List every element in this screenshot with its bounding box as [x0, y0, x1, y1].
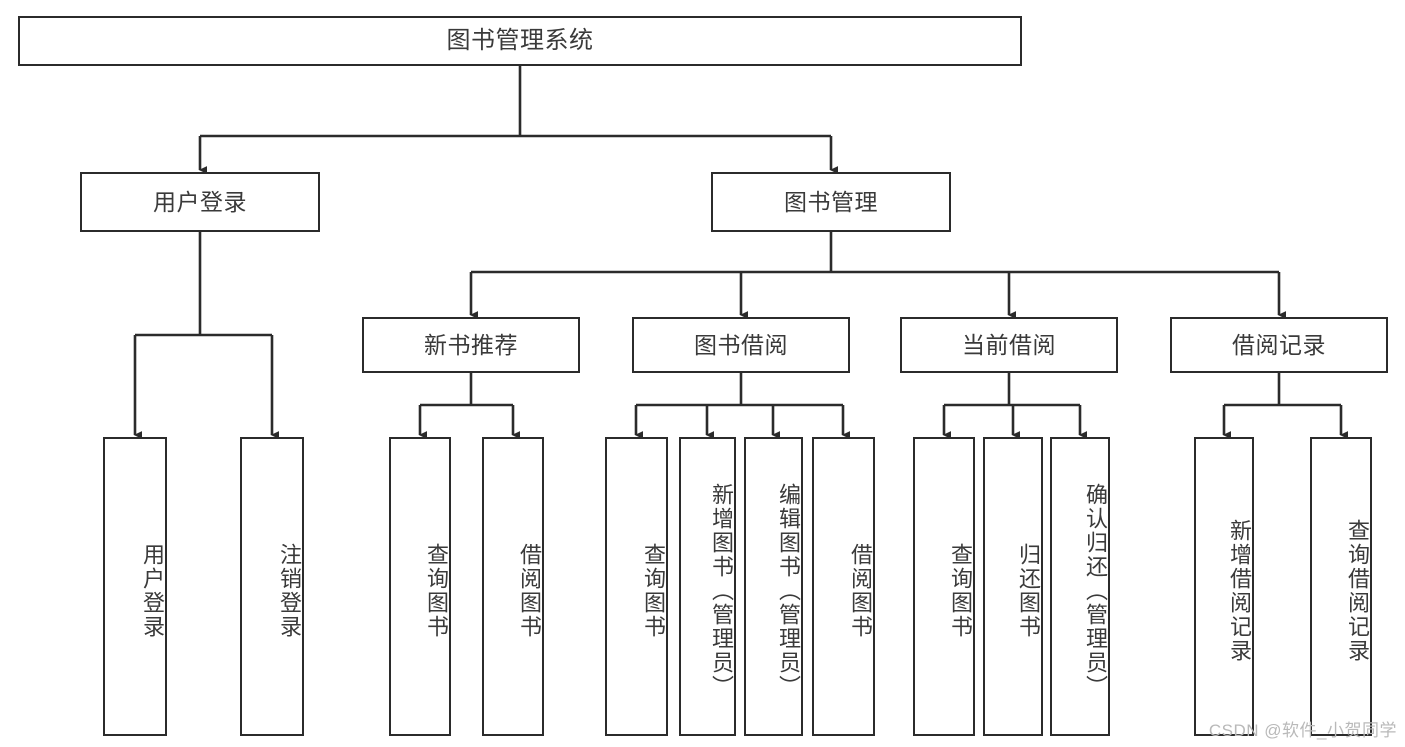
- leaf-query-borrow-record[interactable]: 查询借阅记录: [1310, 437, 1372, 736]
- leaf-return-book[interactable]: 归还图书: [983, 437, 1043, 736]
- watermark-text: CSDN @软件_小贺同学: [1208, 721, 1397, 740]
- leaf-borrow-book-1[interactable]: 借阅图书: [482, 437, 544, 736]
- node-borrow-record[interactable]: 借阅记录: [1170, 317, 1388, 373]
- leaf-edit-book-admin[interactable]: 编辑图书（管理员）: [744, 437, 803, 736]
- leaf-query-book-2[interactable]: 查询图书: [605, 437, 668, 736]
- node-current-borrow[interactable]: 当前借阅: [900, 317, 1118, 373]
- node-book-borrow[interactable]: 图书借阅: [632, 317, 850, 373]
- leaf-user-login[interactable]: 用户登录: [103, 437, 167, 736]
- node-book-management[interactable]: 图书管理: [711, 172, 951, 232]
- node-new-book-recommend[interactable]: 新书推荐: [362, 317, 580, 373]
- leaf-query-book-1[interactable]: 查询图书: [389, 437, 451, 736]
- leaf-confirm-return-admin[interactable]: 确认归还（管理员）: [1050, 437, 1110, 736]
- leaf-add-book-admin[interactable]: 新增图书（管理员）: [679, 437, 736, 736]
- leaf-logout[interactable]: 注销登录: [240, 437, 304, 736]
- leaf-query-book-3[interactable]: 查询图书: [913, 437, 975, 736]
- node-root[interactable]: 图书管理系统: [18, 16, 1022, 66]
- leaf-borrow-book-2[interactable]: 借阅图书: [812, 437, 875, 736]
- leaf-add-borrow-record[interactable]: 新增借阅记录: [1194, 437, 1254, 736]
- node-user-login[interactable]: 用户登录: [80, 172, 320, 232]
